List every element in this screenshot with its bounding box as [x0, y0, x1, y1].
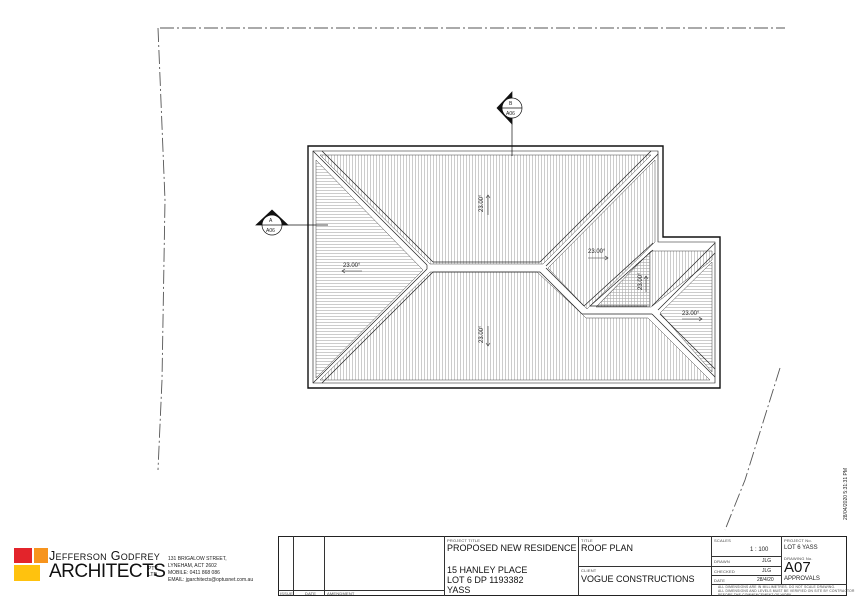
checked-label: CHECKED [714, 569, 735, 574]
company-address1: 131 BRIGALOW STREET, [168, 556, 227, 562]
project-address1: 15 HANLEY PLACE [447, 565, 528, 575]
project-no-label: PROJECT No. [784, 538, 813, 543]
pitch-label-right-lower: 23.00° [682, 311, 700, 317]
pitch-label-top: 23.00° [479, 194, 485, 212]
drawn-label: DRAWN [714, 559, 730, 564]
company-name-line2: Architects [49, 561, 166, 582]
company-name-line1: Jefferson Godfrey [49, 549, 161, 563]
drawing-status: APPROVALS [784, 576, 820, 582]
pitch-label-right-vertical: 23.00° [638, 272, 644, 290]
rev-amendment-header: AMENDMENT [327, 591, 355, 596]
rev-divider-1 [293, 536, 294, 596]
checked-value: JLG [762, 568, 772, 574]
rev-date-header: DATE [305, 591, 317, 596]
details-line-3 [711, 575, 781, 576]
company-pty-ltd: PTY LTD [148, 566, 158, 578]
details-line-4 [711, 584, 847, 585]
ridge-lines [312, 150, 716, 384]
note-line1: ALL DIMENSIONS ARE IN MILLIMETRES. DO NO… [718, 585, 836, 589]
pitch-label-left: 23.00° [343, 263, 361, 269]
details-line-1 [711, 556, 781, 557]
client-label: CLIENT [581, 568, 597, 573]
project-no-value: LOT 6 YASS [784, 545, 818, 551]
site-boundary [157, 27, 785, 531]
pitch-label-bottom: 23.00° [479, 325, 485, 343]
company-logo [14, 548, 50, 582]
note-line3: BEFORE THE COMMENCEMENT OF WORK. [718, 593, 793, 597]
section-b-sheet: A06 [506, 111, 515, 117]
project-address2: LOT 6 DP 1193382 [447, 575, 524, 585]
sheet-title-label: TITLE [581, 538, 593, 543]
pitch-labels: 23.00° 23.00° 23.00° 23.00° 23.00° 23.00… [343, 194, 700, 343]
sheet-client-line [578, 566, 711, 567]
drawing-no-value: A07 [784, 559, 811, 576]
title-block-frame [278, 536, 847, 596]
scale-label: SCALES [714, 538, 731, 543]
company-email: EMAIL: jgarchitects@optusnet.com.au [168, 577, 254, 583]
sheet-title: ROOF PLAN [581, 543, 634, 553]
note-line2: ALL DIMENSIONS AND LEVELS MUST BE VERIFI… [718, 589, 855, 593]
section-marker-b [496, 91, 523, 156]
company-mobile: MOBILE: 0411 868 086 [168, 570, 220, 576]
details-divider [781, 536, 782, 584]
project-title: PROPOSED NEW RESIDENCE [447, 543, 577, 553]
rev-divider-3 [444, 536, 445, 596]
scale-value: 1 : 100 [750, 547, 769, 553]
pitch-arrows [341, 194, 703, 347]
details-line-2 [711, 566, 781, 567]
pitch-label-right-upper: 23.00° [588, 249, 606, 255]
roof-plane-top [319, 154, 652, 265]
logo-block-orange [34, 548, 48, 563]
drawn-value: JLG [762, 558, 772, 564]
project-title-label: PROJECT TITLE [447, 538, 481, 543]
roof-plane-left [315, 159, 424, 379]
rev-header-line [278, 590, 444, 591]
drawing-no-label: DRAWING No. [784, 556, 813, 561]
section-b-letter: B [509, 101, 513, 107]
roof-outline-outer [307, 145, 721, 389]
rev-issue-header: ISSUE [280, 591, 294, 596]
roof-plane-right-lower [659, 261, 713, 373]
section-a-sheet: A06 [266, 228, 275, 234]
roof-plane-valley-mid [547, 159, 656, 310]
date-label: DATE [714, 578, 726, 583]
boundary-left [157, 27, 166, 471]
client-name: VOGUE CONSTRUCTIONS [581, 574, 695, 584]
section-a-letter: A [269, 218, 273, 224]
roof-planes [315, 154, 713, 381]
logo-block-red [14, 548, 32, 563]
date-value: 28/4/20 [757, 577, 774, 583]
logo-block-yellow [14, 565, 40, 581]
company-address2: LYNEHAM, ACT 2602 [168, 563, 217, 569]
plot-timestamp: 28/04/2020 5:31:31 PM [843, 468, 849, 520]
section-marker-a [255, 209, 328, 236]
rev-divider-2 [324, 536, 325, 596]
boundary-right [724, 367, 781, 531]
project-address3: YASS [447, 585, 471, 595]
